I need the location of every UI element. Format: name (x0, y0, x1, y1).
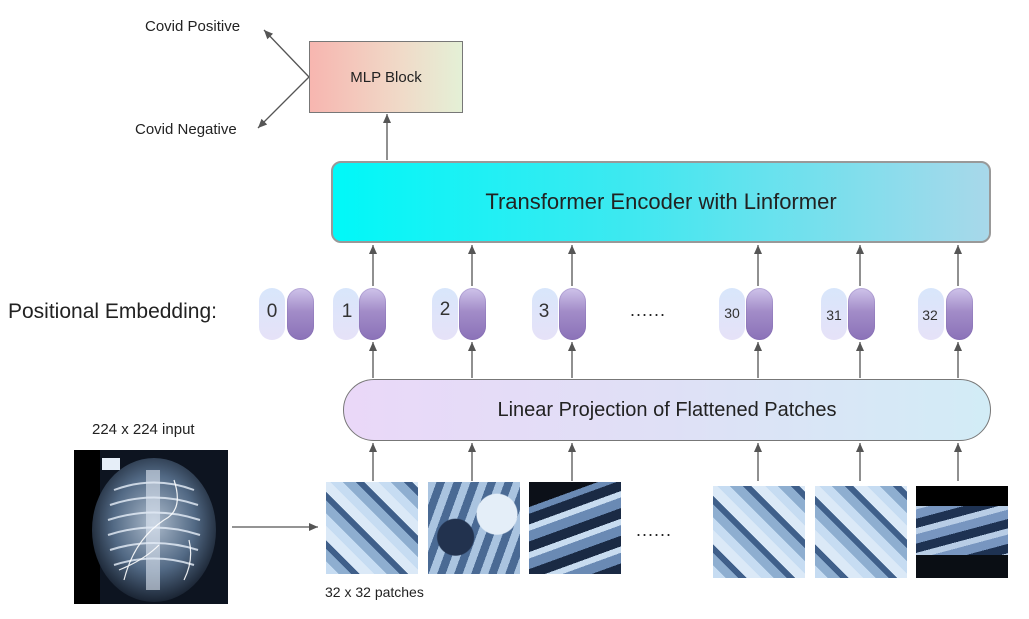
embedding-position-pill (333, 288, 359, 340)
mlp-block-label: MLP Block (350, 68, 422, 86)
image-patch-1 (326, 482, 418, 574)
linear-projection-label: Linear Projection of Flattened Patches (497, 398, 837, 421)
embedding-position-pill (821, 288, 847, 340)
input-size-label: 224 x 224 input (92, 421, 195, 438)
transformer-encoder-label: Transformer Encoder with Linformer (485, 189, 837, 214)
image-patch-30 (713, 486, 805, 578)
embedding-position-pill (918, 288, 944, 340)
embedding-index: 0 (266, 301, 278, 322)
embedding-index: 31 (826, 307, 842, 323)
embedding-vector-pill (746, 288, 773, 340)
image-patch-3 (529, 482, 621, 574)
arrow-to-negative (257, 76, 310, 129)
embedding-vector-pill (559, 288, 586, 340)
mlp-block: MLP Block (309, 41, 463, 113)
embedding-position-pill (432, 288, 458, 340)
embedding-position-pill (259, 288, 285, 340)
output-covid-positive: Covid Positive (145, 18, 241, 35)
arrows-embedding-to-encoder (369, 245, 962, 286)
embedding-index: 30 (724, 305, 740, 321)
patches-ellipsis: ...... (636, 520, 673, 540)
arrows-projection-to-embedding (369, 342, 962, 378)
embedding-vector-pill (287, 288, 314, 340)
positional-embedding-label: Positional Embedding: (8, 300, 217, 323)
embedding-vector-pill (359, 288, 386, 340)
embedding-vector-pill (459, 288, 486, 340)
image-patch-32 (916, 486, 1008, 578)
image-patch-31 (815, 486, 907, 578)
embedding-position-pill (532, 288, 558, 340)
patches-size-label: 32 x 32 patches (325, 584, 424, 600)
embedding-index: 3 (538, 301, 550, 322)
arrows-patches-to-projection (369, 443, 962, 481)
embedding-index: 1 (341, 301, 353, 322)
embedding-vector-pill (848, 288, 875, 340)
linear-projection-block: Linear Projection of Flattened Patches (343, 379, 991, 441)
arrow-to-positive (263, 29, 310, 78)
embedding-index: 2 (439, 299, 451, 320)
embedding-vector-pill (946, 288, 973, 340)
embedding-position-pill (719, 288, 745, 340)
embedding-index: 32 (922, 307, 938, 323)
transformer-encoder-block: Transformer Encoder with Linformer (331, 161, 991, 243)
image-patch-2 (428, 482, 520, 574)
embedding-ellipsis: ...... (630, 300, 667, 320)
chest-xray-image (74, 450, 228, 604)
output-covid-negative: Covid Negative (135, 121, 237, 138)
